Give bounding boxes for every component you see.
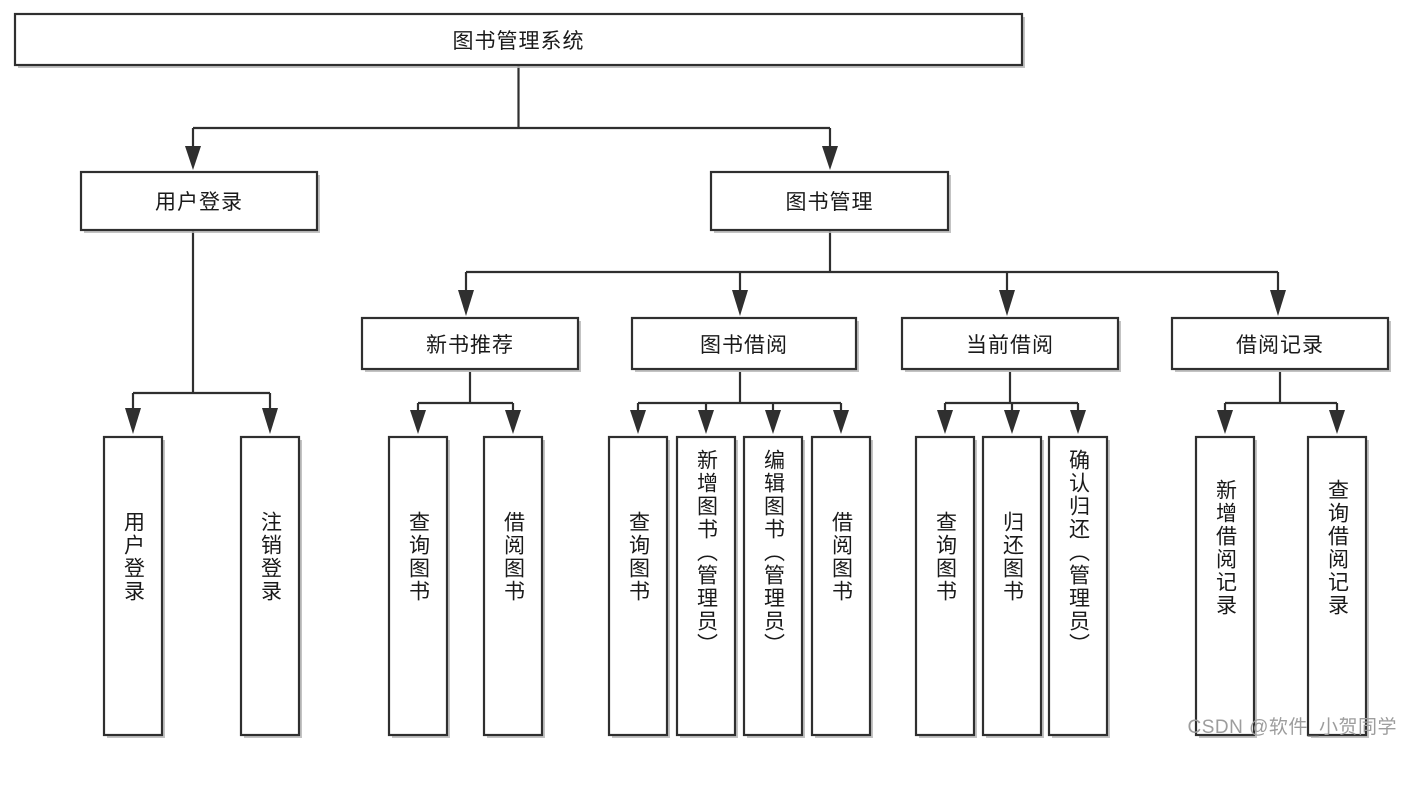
connector-group-book-borrow: [630, 372, 849, 434]
arrow-head-leaf-query-book-1: [410, 410, 426, 434]
arrow-head-book-manage: [822, 146, 838, 170]
arrow-head-leaf-borrow-book-2: [833, 410, 849, 434]
leaf-add-record-box[interactable]: [1194, 435, 1256, 737]
leaf-edit-book-box[interactable]: [742, 435, 804, 737]
connector-group-book-manage: [458, 231, 1286, 316]
connector-group-root: [185, 66, 838, 170]
connector-group-borrow-record: [1217, 372, 1345, 434]
leaf-borrow-book-2-box[interactable]: [810, 435, 872, 737]
arrow-head-leaf-user-logout: [262, 408, 278, 434]
arrow-head-leaf-query-book-2: [630, 410, 646, 434]
leaf-query-book-1-box[interactable]: [387, 435, 449, 737]
arrow-head-leaf-user-login: [125, 408, 141, 434]
root-node-box[interactable]: [13, 12, 1024, 67]
new-book-rec-node-box[interactable]: [360, 316, 580, 371]
leaf-user-login-box[interactable]: [102, 435, 164, 737]
arrow-head-leaf-add-book: [698, 410, 714, 434]
arrow-head-leaf-edit-book: [765, 410, 781, 434]
arrow-head-book-borrow: [732, 290, 748, 316]
leaf-query-book-2-box[interactable]: [607, 435, 669, 737]
current-borrow-node-box[interactable]: [900, 316, 1120, 371]
arrow-head-leaf-confirm-return: [1070, 410, 1086, 434]
arrow-head-leaf-borrow-book-1: [505, 410, 521, 434]
diagram-canvas: 图书管理系统 用户登录 图书管理 新书推荐 图书借阅 当前借阅 借阅记录 用户登…: [13, 12, 1397, 738]
arrow-head-leaf-return-book: [1004, 410, 1020, 434]
arrow-head-user-login: [185, 146, 201, 170]
connector-group-new-book-rec: [410, 372, 521, 434]
leaf-query-record-box[interactable]: [1306, 435, 1368, 737]
leaf-add-book-box[interactable]: [675, 435, 737, 737]
connector-group-user-login: [125, 231, 278, 434]
connector-group-current-borrow: [937, 372, 1086, 434]
leaf-user-logout-box[interactable]: [239, 435, 301, 737]
arrow-head-leaf-query-book-3: [937, 410, 953, 434]
arrow-head-current-borrow: [999, 290, 1015, 316]
arrow-head-leaf-add-record: [1217, 410, 1233, 434]
arrow-head-leaf-query-record: [1329, 410, 1345, 434]
leaf-borrow-book-1-box[interactable]: [482, 435, 544, 737]
leaf-return-book-box[interactable]: [981, 435, 1043, 737]
leaf-query-book-3-box[interactable]: [914, 435, 976, 737]
arrow-head-borrow-record: [1270, 290, 1286, 316]
leaf-confirm-return-box[interactable]: [1047, 435, 1109, 737]
user-login-node-box[interactable]: [79, 170, 319, 232]
book-manage-node-box[interactable]: [709, 170, 950, 232]
book-borrow-node-box[interactable]: [630, 316, 858, 371]
borrow-record-node-box[interactable]: [1170, 316, 1390, 371]
diagram-svg: [13, 12, 1391, 738]
arrow-head-new-book-rec: [458, 290, 474, 316]
